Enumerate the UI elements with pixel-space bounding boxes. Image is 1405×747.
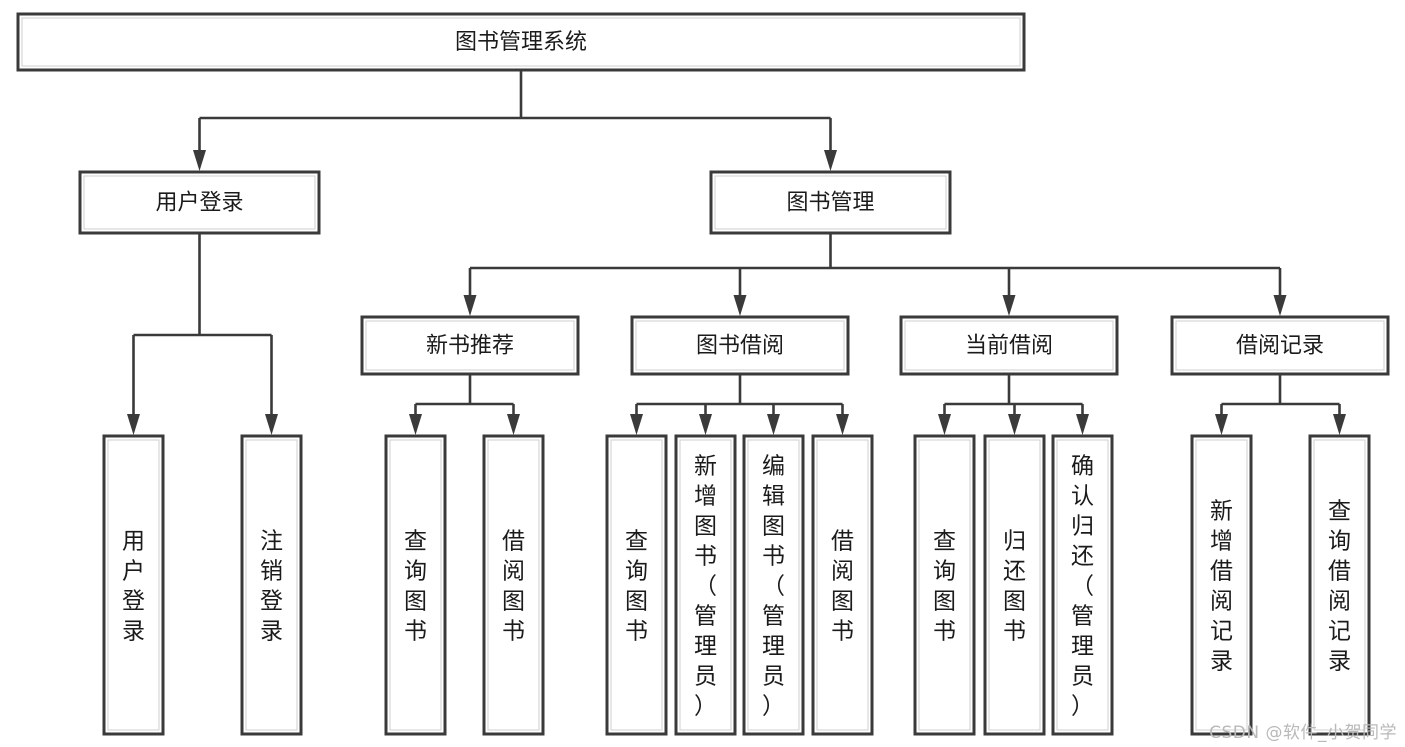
node-label: 新增借阅记录 — [1210, 498, 1233, 674]
node-leaf-re-add[interactable]: 新增借阅记录 — [1190, 434, 1253, 736]
node-bookmgmt[interactable]: 图书管理 — [709, 170, 952, 235]
node-label: 用户登录 — [122, 528, 145, 644]
connector-group-newbook — [409, 374, 520, 435]
node-label: 新书推荐 — [426, 334, 514, 359]
node-layer: 图书管理系统用户登录图书管理新书推荐图书借阅当前借阅借阅记录用户登录注销登录查询… — [16, 12, 1390, 736]
node-leaf-bo-query[interactable]: 查询图书 — [605, 434, 668, 736]
node-label: 注销登录 — [260, 528, 283, 644]
node-current[interactable]: 当前借阅 — [899, 315, 1119, 376]
node-leaf-cu-confirm[interactable]: 确认归还（管理员） — [1051, 434, 1114, 736]
node-label: 图书管理 — [786, 191, 874, 216]
node-label: 确认归还（管理员） — [1071, 453, 1094, 719]
node-leaf-bo-add[interactable]: 新增图书（管理员） — [674, 434, 737, 736]
node-login[interactable]: 用户登录 — [78, 170, 321, 235]
node-newbook[interactable]: 新书推荐 — [360, 315, 580, 376]
connector-group-bookmgmt — [463, 233, 1287, 316]
node-label: 查询借阅记录 — [1328, 498, 1351, 674]
node-leaf-nb-query[interactable]: 查询图书 — [384, 434, 447, 736]
node-leaf-cu-return[interactable]: 归还图书 — [983, 434, 1046, 736]
node-label: 借阅记录 — [1236, 334, 1324, 359]
node-label: 当前借阅 — [965, 334, 1053, 359]
connector-group-root — [193, 70, 837, 171]
connector-group-login — [127, 233, 278, 435]
node-leaf-cu-query[interactable]: 查询图书 — [913, 434, 976, 736]
node-label: 查询图书 — [625, 528, 648, 644]
node-leaf-nb-borrow[interactable]: 借阅图书 — [482, 434, 545, 736]
connector-group-borrow — [630, 374, 849, 435]
node-leaf-user-logout[interactable]: 注销登录 — [240, 434, 303, 736]
node-leaf-re-query[interactable]: 查询借阅记录 — [1308, 434, 1371, 736]
node-root[interactable]: 图书管理系统 — [16, 12, 1026, 72]
node-leaf-bo-borrow[interactable]: 借阅图书 — [811, 434, 874, 736]
node-label: 查询图书 — [404, 528, 427, 644]
node-label: 图书管理系统 — [455, 30, 587, 55]
node-label: 用户登录 — [155, 191, 243, 216]
connector-layer — [127, 70, 1346, 435]
node-label: 借阅图书 — [831, 528, 854, 644]
node-leaf-bo-edit[interactable]: 编辑图书（管理员） — [742, 434, 805, 736]
node-label: 借阅图书 — [502, 528, 525, 644]
node-label: 查询图书 — [933, 528, 956, 644]
node-label: 归还图书 — [1003, 528, 1026, 644]
connector-group-records — [1215, 374, 1346, 435]
connector-group-current — [938, 374, 1089, 435]
node-records[interactable]: 借阅记录 — [1170, 315, 1390, 376]
node-label: 新增图书（管理员） — [694, 453, 717, 719]
node-label: 图书借阅 — [696, 334, 784, 359]
node-borrow[interactable]: 图书借阅 — [630, 315, 850, 376]
node-label: 编辑图书（管理员） — [762, 453, 785, 719]
node-leaf-user-login[interactable]: 用户登录 — [102, 434, 165, 736]
